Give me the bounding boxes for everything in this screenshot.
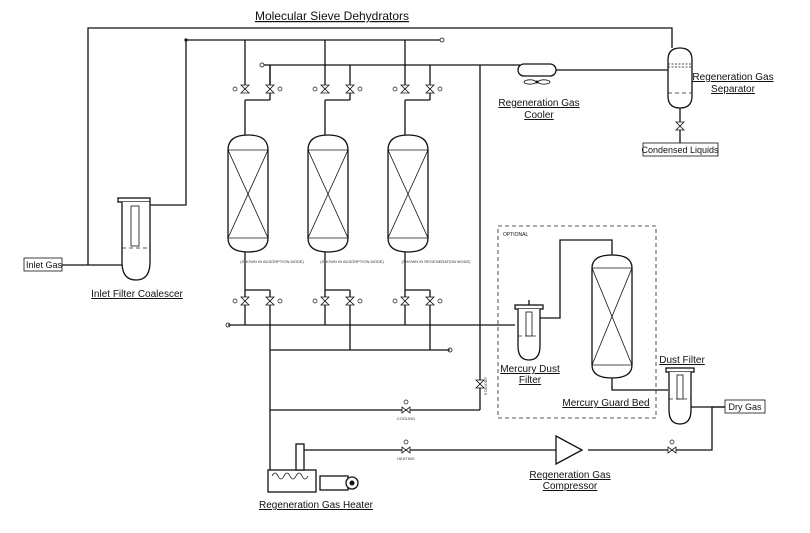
dehydrator-column-2 — [307, 134, 349, 253]
cooler-label-1: Regeneration Gas — [498, 98, 579, 109]
inlet-filter-label: Inlet Filter Coalescer — [91, 289, 183, 300]
mercury-guard-bed-label: Mercury Guard Bed — [562, 398, 649, 409]
inlet-gas-label: Inlet Gas — [26, 260, 63, 270]
dehydrator-column-3 — [387, 134, 429, 253]
mercury-guard-bed — [591, 254, 633, 379]
compressor-label-1: Regeneration Gas — [529, 470, 610, 481]
diagram-title: Molecular Sieve Dehydrators — [255, 9, 409, 23]
heating-label: HEATING — [397, 456, 414, 461]
regeneration-gas-compressor — [555, 434, 584, 466]
mercury-dust-label-1: Mercury Dust — [500, 364, 560, 375]
mercury-dust-filter — [514, 304, 561, 361]
dust-filter — [665, 367, 695, 425]
compressor-label-2: Compressor — [543, 481, 598, 492]
dry-gas-label: Dry Gas — [728, 402, 762, 412]
inlet-gas-box — [23, 257, 63, 272]
dehydrator-column-1 — [227, 134, 269, 253]
condensed-liquids-box — [642, 142, 719, 157]
regeneration-gas-separator — [667, 47, 693, 109]
mercury-dust-label-2: Filter — [519, 375, 542, 386]
optional-label: OPTIONAL — [503, 232, 529, 238]
cooler-label-2: Cooler — [524, 110, 554, 121]
valves — [232, 37, 685, 454]
inlet-filter-coalescer — [117, 197, 151, 281]
regeneration-gas-cooler — [517, 63, 557, 85]
mode-label-1: (SHOWN IN ADSORPTION MODE) — [240, 259, 304, 264]
regeneration-gas-heater — [267, 443, 359, 493]
condensed-liquids-label: Condensed Liquids — [641, 145, 719, 155]
cooling-label: COOLING — [397, 416, 415, 421]
separator-label-1: Regeneration Gas — [692, 72, 773, 83]
standby-label: STANDBY — [483, 376, 488, 395]
mode-label-3: (SHOWN IN REGENERATION MODE) — [401, 259, 471, 264]
heater-label: Regeneration Gas Heater — [259, 500, 374, 511]
dry-gas-box — [724, 399, 766, 414]
separator-label-2: Separator — [711, 84, 756, 95]
optional-boundary — [497, 225, 657, 419]
dust-filter-label: Dust Filter — [659, 355, 705, 366]
mode-label-2: (SHOWN IN ADSORPTION MODE) — [320, 259, 384, 264]
